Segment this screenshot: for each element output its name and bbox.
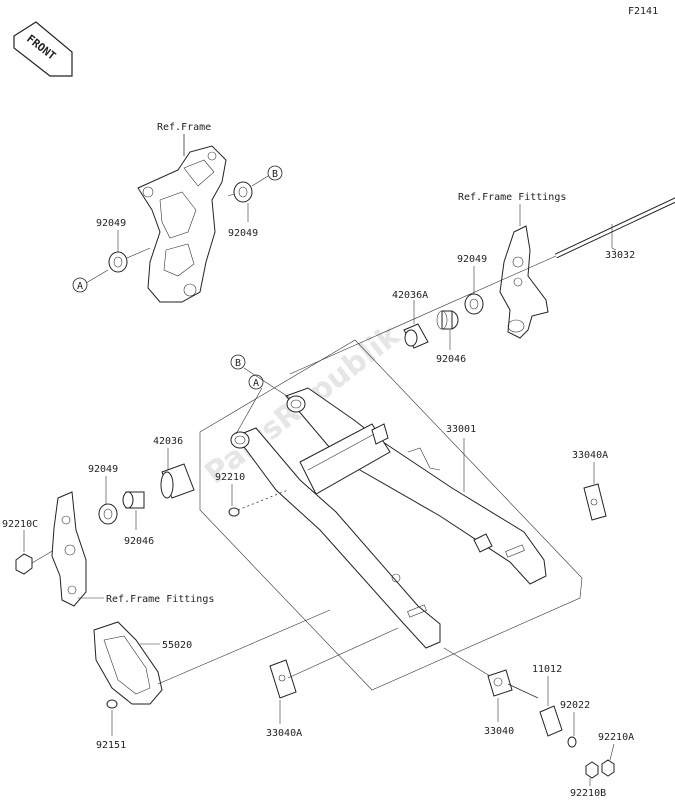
swingarm-33001 [199,339,583,691]
part-42036: 42036 [153,436,183,447]
axle-33032 [554,197,675,259]
bushing-92046-lower [122,491,145,509]
part-33040A-right: 33040A [572,450,608,461]
callout-b-top: B [267,165,283,181]
part-33032: 33032 [605,250,635,261]
part-92151: 92151 [96,740,126,751]
bushing-92046-upper [436,310,459,330]
part-92022: 92022 [560,700,590,711]
adjuster-block-33040 [487,669,539,699]
nut-92210A [601,759,615,777]
callout-a-swingarm: A [248,374,264,390]
callout-a-top: A [72,277,88,293]
part-92049-upper: 92049 [457,254,487,265]
frame-fitting-left [51,491,87,607]
part-33040: 33040 [484,726,514,737]
part-92046-lower: 92046 [124,536,154,547]
nut-92210B [585,761,599,779]
part-55020: 55020 [162,640,192,651]
callout-b-swingarm-text: B [235,358,241,369]
bolt-92151 [106,699,118,709]
ref-frame-fittings-top-label: Ref.Frame Fittings [458,192,566,203]
bolt-92210 [228,489,289,517]
part-33040A-bottom: 33040A [266,728,302,739]
washer-92049-upper [464,293,484,315]
part-42036A: 42036A [392,290,428,301]
nut-92210C [15,553,33,575]
sleeve-42036A [403,323,429,349]
callout-a-swingarm-text: A [253,378,259,389]
part-92049-lower: 92049 [88,464,118,475]
part-11012: 11012 [532,664,562,675]
washer-92049-right [233,181,253,203]
part-92210A: 92210A [598,732,634,743]
ref-frame-label: Ref.Frame [157,122,211,133]
callout-b-swingarm: B [230,354,246,370]
front-arrow-icon: FRONT [13,21,73,77]
washer-92022 [567,736,577,748]
callout-a-top-text: A [77,281,83,292]
part-92210: 92210 [215,472,245,483]
washer-92049-lower [98,503,118,525]
part-92046-upper: 92046 [436,354,466,365]
frame-fitting-right [499,225,549,339]
part-92210B: 92210B [570,788,606,799]
part-92210C: 92210C [2,519,38,530]
chain-guard-55020 [93,621,163,705]
diagram-code: F2141 [628,6,658,17]
callout-b-top-text: B [272,169,278,180]
part-92049-left: 92049 [96,218,126,229]
adjuster-plate-33040A-bottom [269,659,297,699]
bolt-11012 [539,676,563,737]
washer-92049-left [108,251,128,273]
part-92049-right: 92049 [228,228,258,239]
adjuster-plate-33040A-right [583,483,607,521]
frame-bracket [137,134,227,303]
part-33001: 33001 [446,424,476,435]
sleeve-42036 [160,463,195,499]
ref-frame-fittings-bottom-label: Ref.Frame Fittings [106,594,214,605]
